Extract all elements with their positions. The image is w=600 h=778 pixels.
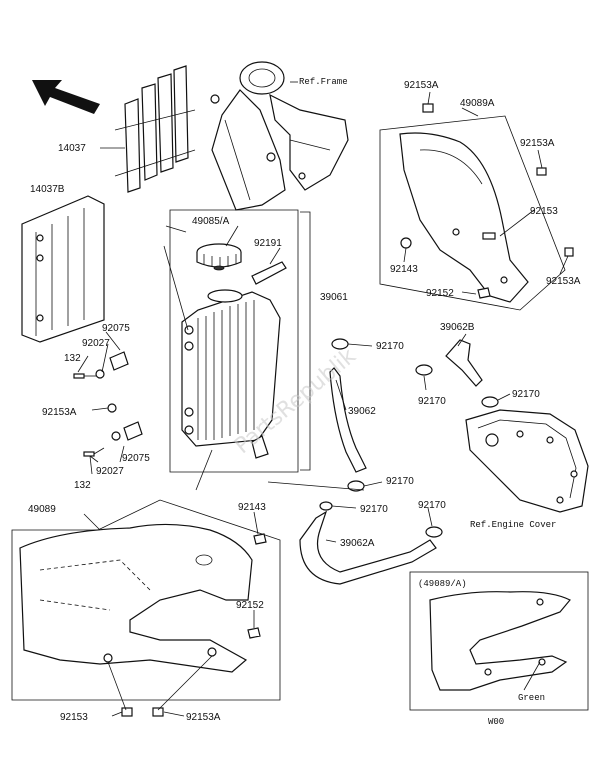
breather-hose xyxy=(251,261,287,285)
radiator-callout-box xyxy=(169,209,299,473)
part-92170-e: 92170 xyxy=(360,504,388,515)
part-92170-d: 92170 xyxy=(386,476,414,487)
radiator xyxy=(181,289,281,459)
bolt-set-left xyxy=(73,351,143,457)
ref-frame-label: Ref.Frame xyxy=(299,77,348,87)
part-92153a-top: 92153A xyxy=(404,80,439,91)
part-92170-f: 92170 xyxy=(418,500,446,511)
part-132-a: 132 xyxy=(64,353,81,364)
right-fasteners xyxy=(400,103,574,299)
part-92027-b: 92027 xyxy=(96,466,124,477)
part-92152-left: 92152 xyxy=(236,600,264,611)
part-92143-right: 92143 xyxy=(390,264,418,275)
part-92152-right: 92152 xyxy=(426,288,454,299)
inset-title: (49089/A) xyxy=(418,579,467,589)
inset-code: W00 xyxy=(488,717,504,727)
part-92153a-r1: 92153A xyxy=(520,138,555,149)
radiator-cap xyxy=(196,243,242,271)
part-92191: 92191 xyxy=(254,238,282,249)
side-guard xyxy=(21,195,105,343)
ref-engine-cover-label: Ref.Engine Cover xyxy=(470,520,556,530)
part-92075-a: 92075 xyxy=(102,323,130,334)
part-49085a: 49085/A xyxy=(192,216,230,227)
leader-lines xyxy=(77,81,569,717)
part-92170-b: 92170 xyxy=(418,396,446,407)
frame-part xyxy=(210,61,349,211)
right-shroud xyxy=(379,115,566,311)
part-39062b: 39062B xyxy=(440,322,475,333)
part-92143-left: 92143 xyxy=(238,502,266,513)
engine-cover xyxy=(465,409,589,513)
part-39062a: 39062A xyxy=(340,538,375,549)
part-92153a-bottom: 92153A xyxy=(186,712,221,723)
part-49089a: 49089A xyxy=(460,98,495,109)
left-shroud xyxy=(11,499,281,717)
part-39061: 39061 xyxy=(320,292,348,303)
radiator-guard xyxy=(114,65,196,193)
part-14037: 14037 xyxy=(58,143,86,154)
inset-box xyxy=(409,571,589,711)
front-arrow-icon xyxy=(32,80,100,114)
part-92170-a: 92170 xyxy=(376,341,404,352)
part-39062: 39062 xyxy=(348,406,376,417)
inset-color-label: Green xyxy=(518,693,545,703)
part-92027-a: 92027 xyxy=(82,338,110,349)
part-14037b: 14037B xyxy=(30,184,65,195)
part-92153: 92153 xyxy=(530,206,558,217)
part-92153-bottom: 92153 xyxy=(60,712,88,723)
part-49089: 49089 xyxy=(28,504,56,515)
hose-clamps xyxy=(319,338,499,538)
part-92153a-a: 92153A xyxy=(42,407,77,418)
part-92075-b: 92075 xyxy=(122,453,150,464)
part-92170-c: 92170 xyxy=(512,389,540,400)
part-132-b: 132 xyxy=(74,480,91,491)
part-92153a-r2: 92153A xyxy=(546,276,581,287)
